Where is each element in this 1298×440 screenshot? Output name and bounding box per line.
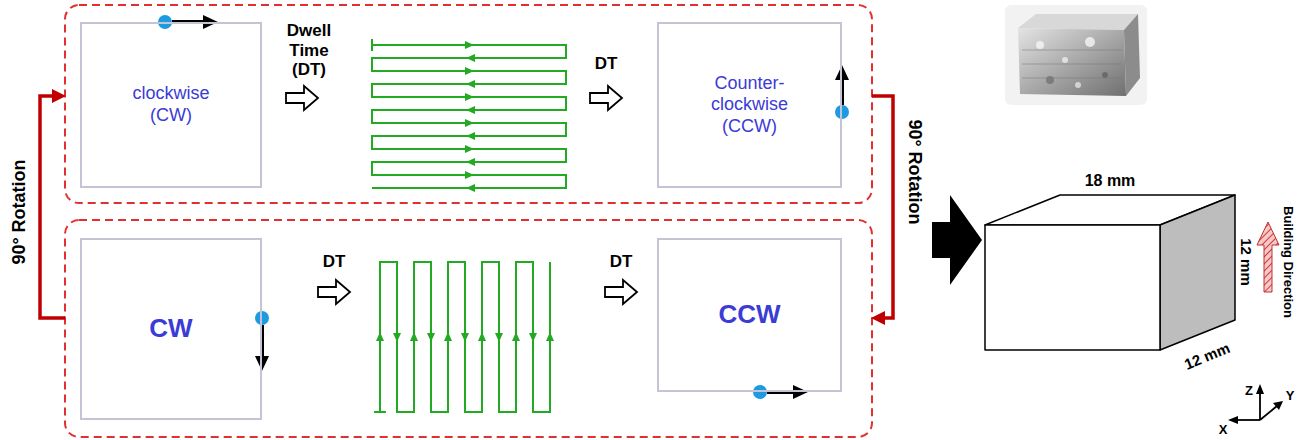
rotation-bracket <box>872 96 893 318</box>
annotation-label: Building Direction <box>1281 206 1296 318</box>
group-outline <box>65 220 872 437</box>
axis-triad <box>1228 384 1283 424</box>
start-marker <box>255 311 269 371</box>
process-box: clockwise (CW) <box>80 22 262 188</box>
process-box: Counter-clockwise (CCW) <box>657 22 842 188</box>
dwell-arrow <box>318 280 350 304</box>
rotation-bracket <box>40 96 65 318</box>
box-label: CCW <box>718 299 780 330</box>
result-arrow <box>932 195 982 285</box>
arrow-head <box>52 89 66 103</box>
annotation-label: Y <box>1286 389 1295 404</box>
annotation-label: 90° Rotation <box>905 119 926 224</box>
block-sketch <box>985 195 1235 350</box>
annotation-label: 12 mm <box>1237 238 1254 286</box>
annotation-label: DT <box>323 252 346 272</box>
build-direction-arrow <box>1257 222 1279 292</box>
dwell-arrow <box>605 280 637 304</box>
box-label: Counter-clockwise (CCW) <box>700 73 800 138</box>
raster-scan <box>374 262 554 412</box>
dwell-arrow <box>286 86 318 110</box>
annotation-label: 90° Rotation <box>9 159 30 264</box>
start-marker <box>753 385 808 399</box>
start-marker <box>835 65 849 119</box>
process-box: CCW <box>657 238 842 392</box>
arrow-head <box>871 311 885 325</box>
annotation-label: Z <box>1245 384 1253 399</box>
annotation-label: DT <box>610 252 633 272</box>
process-box: CW <box>80 238 262 420</box>
annotation-label: DT <box>595 54 618 74</box>
group-outline <box>65 5 872 203</box>
annotation-label: 12 mm <box>1182 339 1233 373</box>
annotation-label: 18 mm <box>1085 172 1136 190</box>
dwell-arrow <box>590 86 622 110</box>
annotation-label: Dwell Time (DT) <box>278 21 340 80</box>
box-label: CW <box>149 313 192 344</box>
box-label: clockwise (CW) <box>123 83 219 126</box>
annotation-label: X <box>1219 423 1228 438</box>
raster-scan <box>372 39 566 192</box>
sample-photo <box>1005 5 1147 105</box>
